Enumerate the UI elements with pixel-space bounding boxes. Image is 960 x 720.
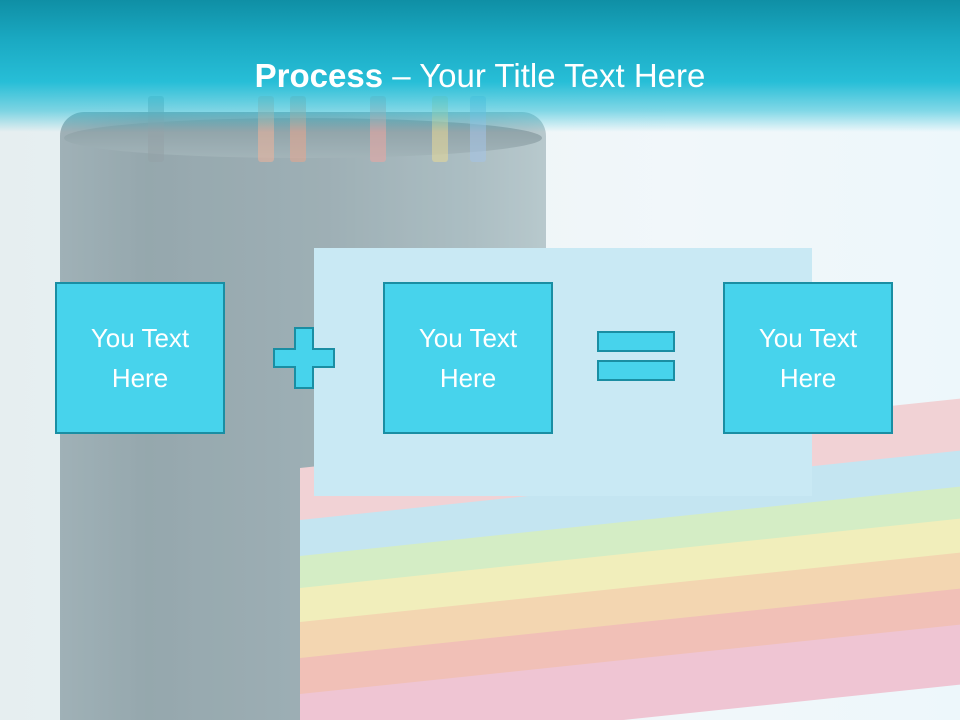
process-box-2[interactable]: You Text Here (383, 282, 553, 434)
slide-title: Process – Your Title Text Here (0, 56, 960, 96)
process-box-label: You Text Here (90, 323, 190, 393)
title-bar (0, 0, 960, 132)
process-box-label: You Text Here (418, 323, 518, 393)
plus-icon (273, 327, 335, 389)
process-box-label: You Text Here (758, 323, 858, 393)
title-rest: – Your Title Text Here (383, 57, 706, 94)
equals-icon (597, 331, 675, 381)
process-box-1[interactable]: You Text Here (55, 282, 225, 434)
process-box-3[interactable]: You Text Here (723, 282, 893, 434)
title-bold: Process (254, 57, 384, 94)
